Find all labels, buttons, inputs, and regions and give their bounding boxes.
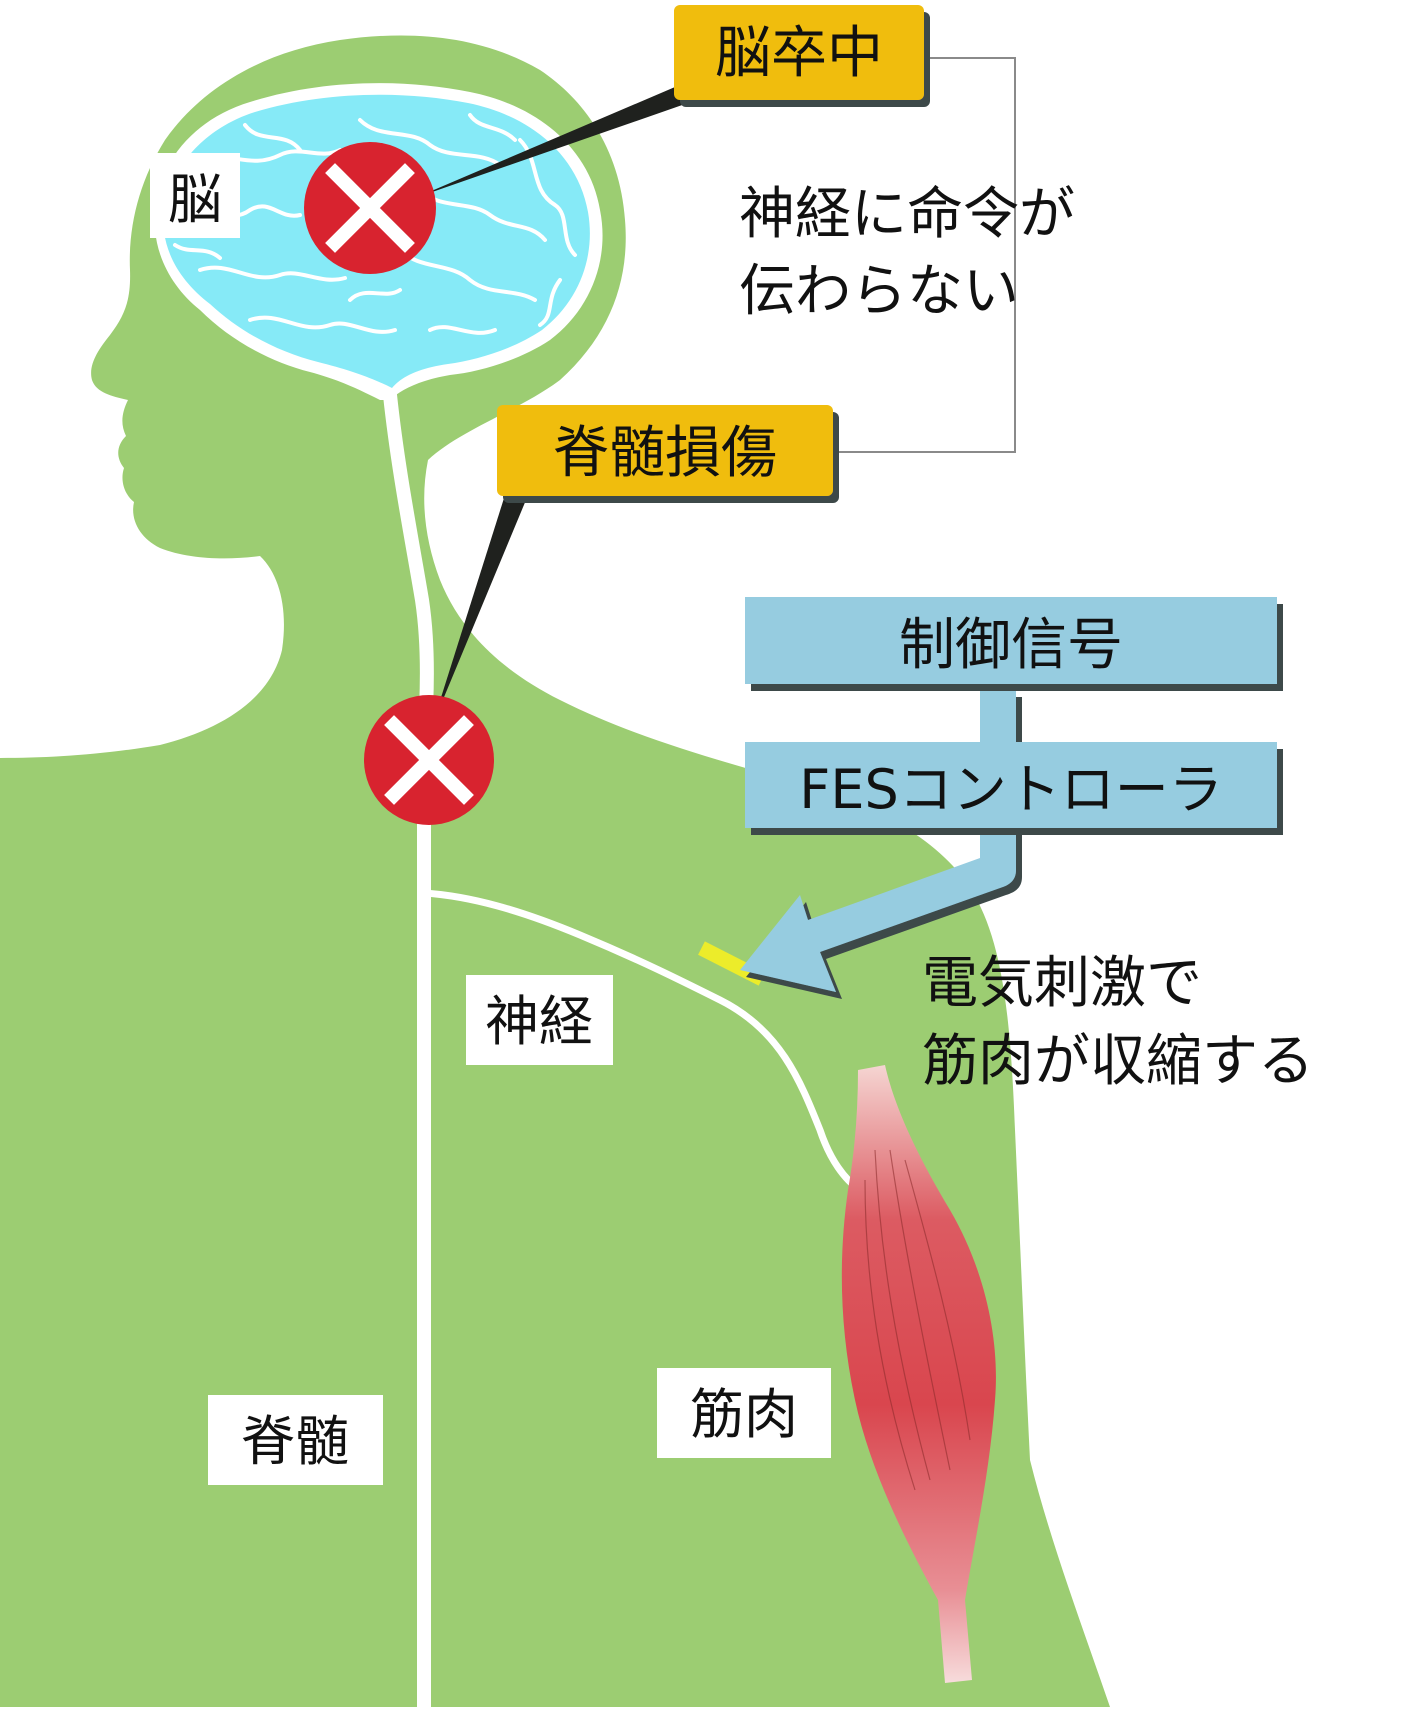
spinal-injury-label bbox=[497, 405, 833, 496]
control-signal-box bbox=[745, 597, 1277, 684]
muscle bbox=[841, 1065, 996, 1683]
fes-arrow bbox=[740, 690, 1016, 992]
spinal-pointer bbox=[432, 495, 526, 726]
no-signal-line2: 伝わらない bbox=[739, 259, 1019, 324]
electrode bbox=[698, 941, 766, 986]
bracket-line bbox=[836, 57, 1016, 453]
stimulation-line2: 筋肉が収縮する bbox=[922, 1029, 1314, 1094]
brain-label-bg bbox=[150, 153, 240, 238]
fes-controller-box bbox=[745, 742, 1277, 828]
stroke-pointer bbox=[415, 87, 688, 198]
body-silhouette bbox=[0, 35, 1110, 1707]
nerve-label-bg bbox=[466, 975, 613, 1065]
spinal-injury-label-text: 脊髄損傷 bbox=[553, 421, 777, 486]
stroke-label bbox=[674, 5, 924, 100]
fes-controller-text: FESコントローラ bbox=[799, 758, 1222, 821]
stimulation-line1: 電気刺激で bbox=[922, 951, 1202, 1016]
nerve-label: 神経 bbox=[485, 990, 593, 1053]
brain-label: 脳 bbox=[168, 168, 222, 231]
muscle-label-bg bbox=[657, 1368, 831, 1458]
spinal-cross-icon bbox=[364, 695, 494, 825]
spinal-cord-label: 脊髄 bbox=[241, 1410, 349, 1473]
stroke-cross-icon bbox=[304, 142, 436, 274]
spinal-cord-label-bg bbox=[208, 1395, 383, 1485]
stroke-label-text: 脳卒中 bbox=[715, 21, 883, 86]
muscle-label: 筋肉 bbox=[690, 1383, 798, 1446]
no-signal-line1: 神経に命令が bbox=[739, 182, 1075, 247]
control-signal-text: 制御信号 bbox=[899, 613, 1123, 678]
arm-nerve bbox=[420, 889, 864, 1194]
